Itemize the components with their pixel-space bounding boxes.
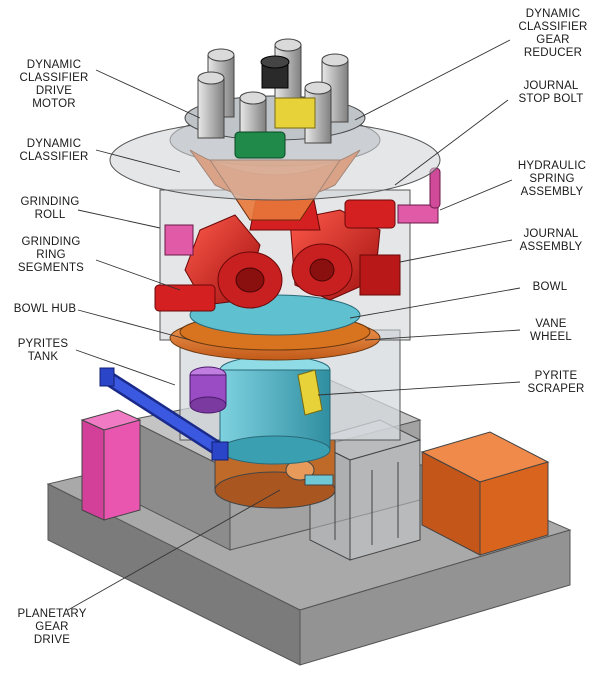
orange-cabinet [420,431,550,556]
leader-lines [67,39,521,611]
pyrites-tank [189,366,227,414]
label-pyrite-scraper: PYRITE SCRAPER [527,370,585,395]
label-vane-wheel: VANE WHEEL [530,318,572,343]
classifier-top [184,38,366,159]
label-dynamic-classifier-drive-motor: DYNAMIC CLASSIFIER DRIVE MOTOR [19,59,89,110]
pyrite-scraper [297,369,323,416]
label-hydraulic-spring-assembly: HYDRAULIC SPRING ASSEMBLY [517,160,587,198]
label-bowl-hub: BOWL HUB [13,303,77,315]
label-journal-assembly: JOURNAL ASSEMBLY [519,228,583,253]
label-planetary-gear-drive: PLANETARY GEAR DRIVE [17,608,87,646]
label-dynamic-classifier-gear-reducer: DYNAMIC CLASSIFIER GEAR REDUCER [518,8,588,59]
gear-reducer [274,97,316,129]
label-grinding-roll: GRINDING ROLL [20,196,80,221]
label-dynamic-classifier: DYNAMIC CLASSIFIER [19,138,89,163]
blue-pipe [99,367,229,461]
label-pyrites-tank: PYRITES TANK [17,338,69,363]
hydraulic-spring-assembly [164,167,441,256]
label-journal-stop-bolt: JOURNAL STOP BOLT [518,80,584,105]
label-bowl: BOWL [532,281,568,293]
classifier-drive-motor [234,131,286,159]
label-grinding-ring-segments: GRINDING RING SEGMENTS [17,236,85,274]
pink-cabinet [80,409,142,521]
